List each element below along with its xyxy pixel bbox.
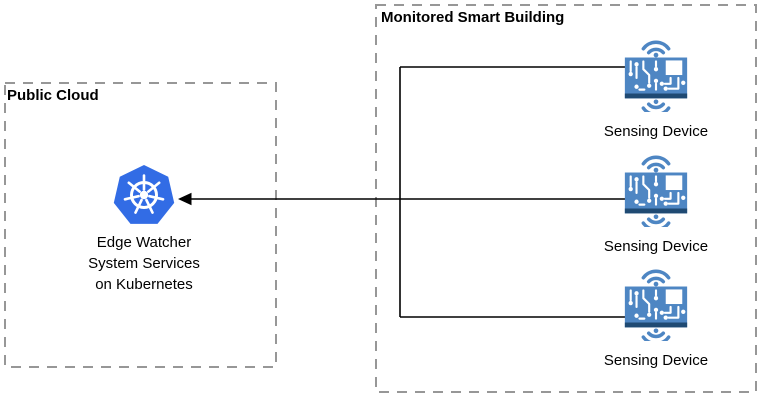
arrowhead-icon xyxy=(178,192,192,206)
kubernetes-icon xyxy=(112,164,176,228)
public-cloud-title: Public Cloud xyxy=(7,87,99,104)
edge-watcher-label-line1: Edge Watcher xyxy=(96,234,192,251)
sensing-device-label: Sensing Device xyxy=(603,352,709,369)
building-title: Monitored Smart Building xyxy=(381,9,565,26)
sensing-device-label: Sensing Device xyxy=(603,238,709,255)
sensing-device-2: Sensing Device xyxy=(581,155,731,255)
sensing-device-1: Sensing Device xyxy=(581,40,731,140)
edge-watcher-label-line3: on Kubernetes xyxy=(95,276,193,293)
sensing-device-icon xyxy=(621,269,691,341)
sensing-device-icon xyxy=(621,40,691,112)
sensing-device-label: Sensing Device xyxy=(603,123,709,140)
edge-watcher-label: Edge Watcher System Services on Kubernet… xyxy=(44,232,244,295)
edge-watcher-node: Edge Watcher System Services on Kubernet… xyxy=(88,164,200,293)
public-cloud-box xyxy=(4,82,277,368)
sensing-device-3: Sensing Device xyxy=(581,269,731,369)
edge-watcher-label-line2: System Services xyxy=(88,255,200,272)
sensing-device-icon xyxy=(621,155,691,227)
